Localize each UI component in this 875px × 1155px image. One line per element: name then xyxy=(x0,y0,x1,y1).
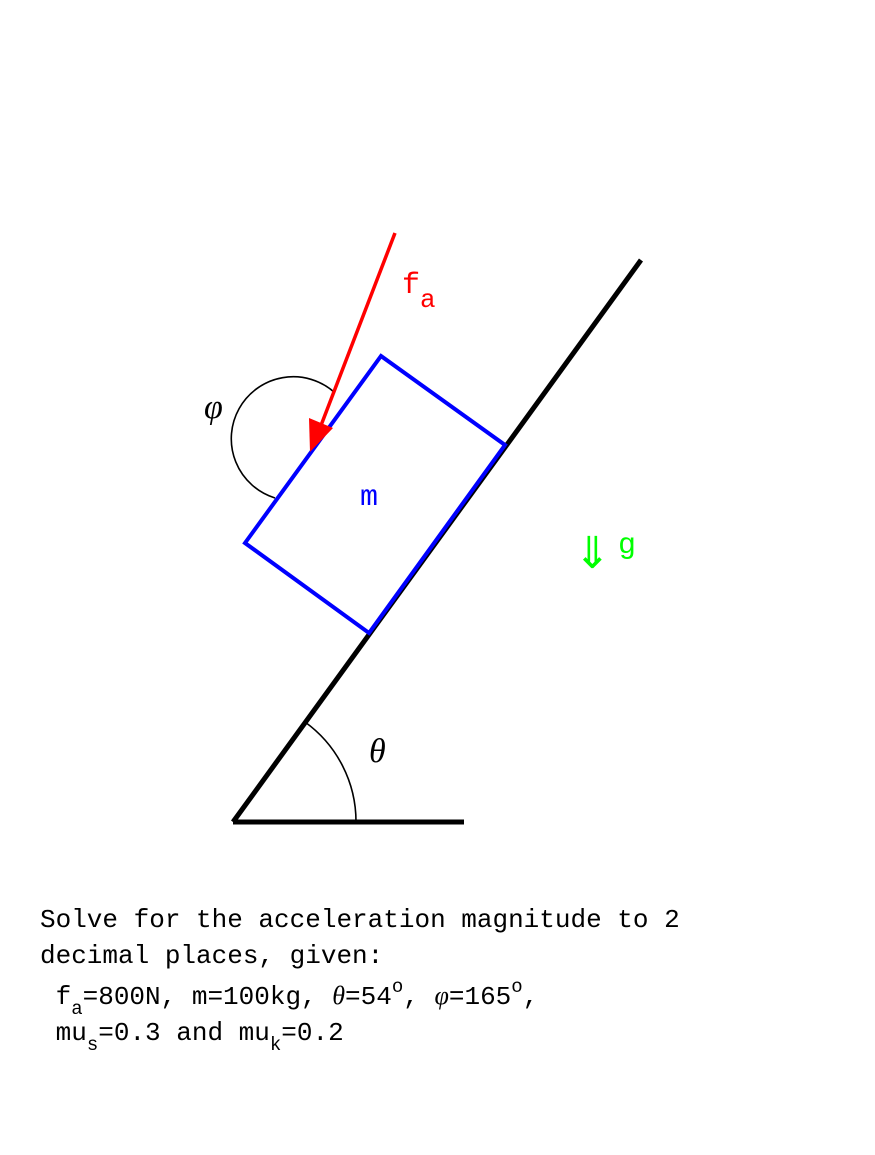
theta-arc xyxy=(304,721,357,823)
gravity-label: g xyxy=(618,529,636,563)
force-arrowhead-icon xyxy=(309,418,333,452)
mass-block xyxy=(242,353,508,636)
theta-label: θ xyxy=(369,733,386,770)
gravity-arrow-icon: ⇓ xyxy=(574,528,611,579)
mass-label: m xyxy=(360,481,378,515)
problem-statement: Solve for the acceleration magnitude to … xyxy=(40,902,680,1056)
applied-force-arrow xyxy=(318,232,397,429)
problem-line-2: decimal places, given: xyxy=(40,941,384,971)
phi-label: φ xyxy=(204,389,223,426)
problem-line-4: mus=0.3 and muk=0.2 xyxy=(55,1018,344,1056)
problem-line-1: Solve for the acceleration magnitude to … xyxy=(40,905,680,935)
problem-line-3: fa=800N, m=100kg, θ=54o, φ=165o, xyxy=(55,976,539,1020)
force-label: fa xyxy=(402,269,436,315)
phi-arc xyxy=(230,375,335,499)
